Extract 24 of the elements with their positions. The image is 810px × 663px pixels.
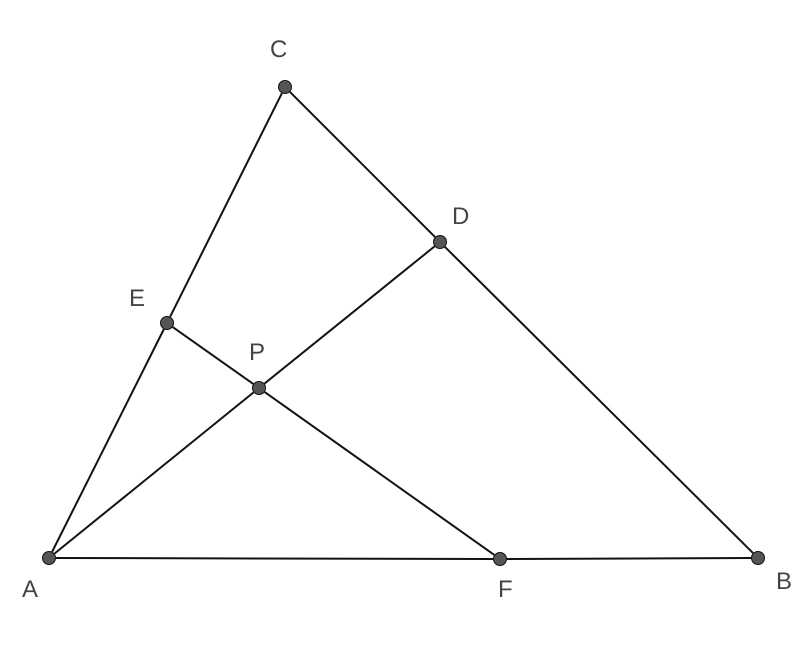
point-label: E (129, 287, 146, 311)
point-dot (278, 80, 292, 94)
point-label: B (776, 570, 792, 594)
line-segment (54, 392, 254, 554)
point-label: A (22, 578, 38, 602)
point-label: F (498, 578, 513, 602)
point-dot (751, 551, 765, 565)
point-dot (42, 551, 56, 565)
line-segment (507, 557, 751, 560)
point-label: D (452, 205, 470, 229)
line-segment (444, 246, 754, 554)
point-dot (252, 381, 266, 395)
line-segment (172, 326, 254, 385)
line-segment (264, 246, 436, 384)
point-dot (160, 316, 174, 330)
line-segment (51, 328, 165, 552)
line-segment (289, 91, 436, 238)
point-dot (433, 235, 447, 249)
line-segment (169, 92, 283, 318)
point-dot (493, 552, 507, 566)
point-label: P (249, 341, 266, 365)
line-segment (264, 391, 495, 556)
point-label: C (270, 38, 288, 62)
line-segment (56, 557, 493, 560)
